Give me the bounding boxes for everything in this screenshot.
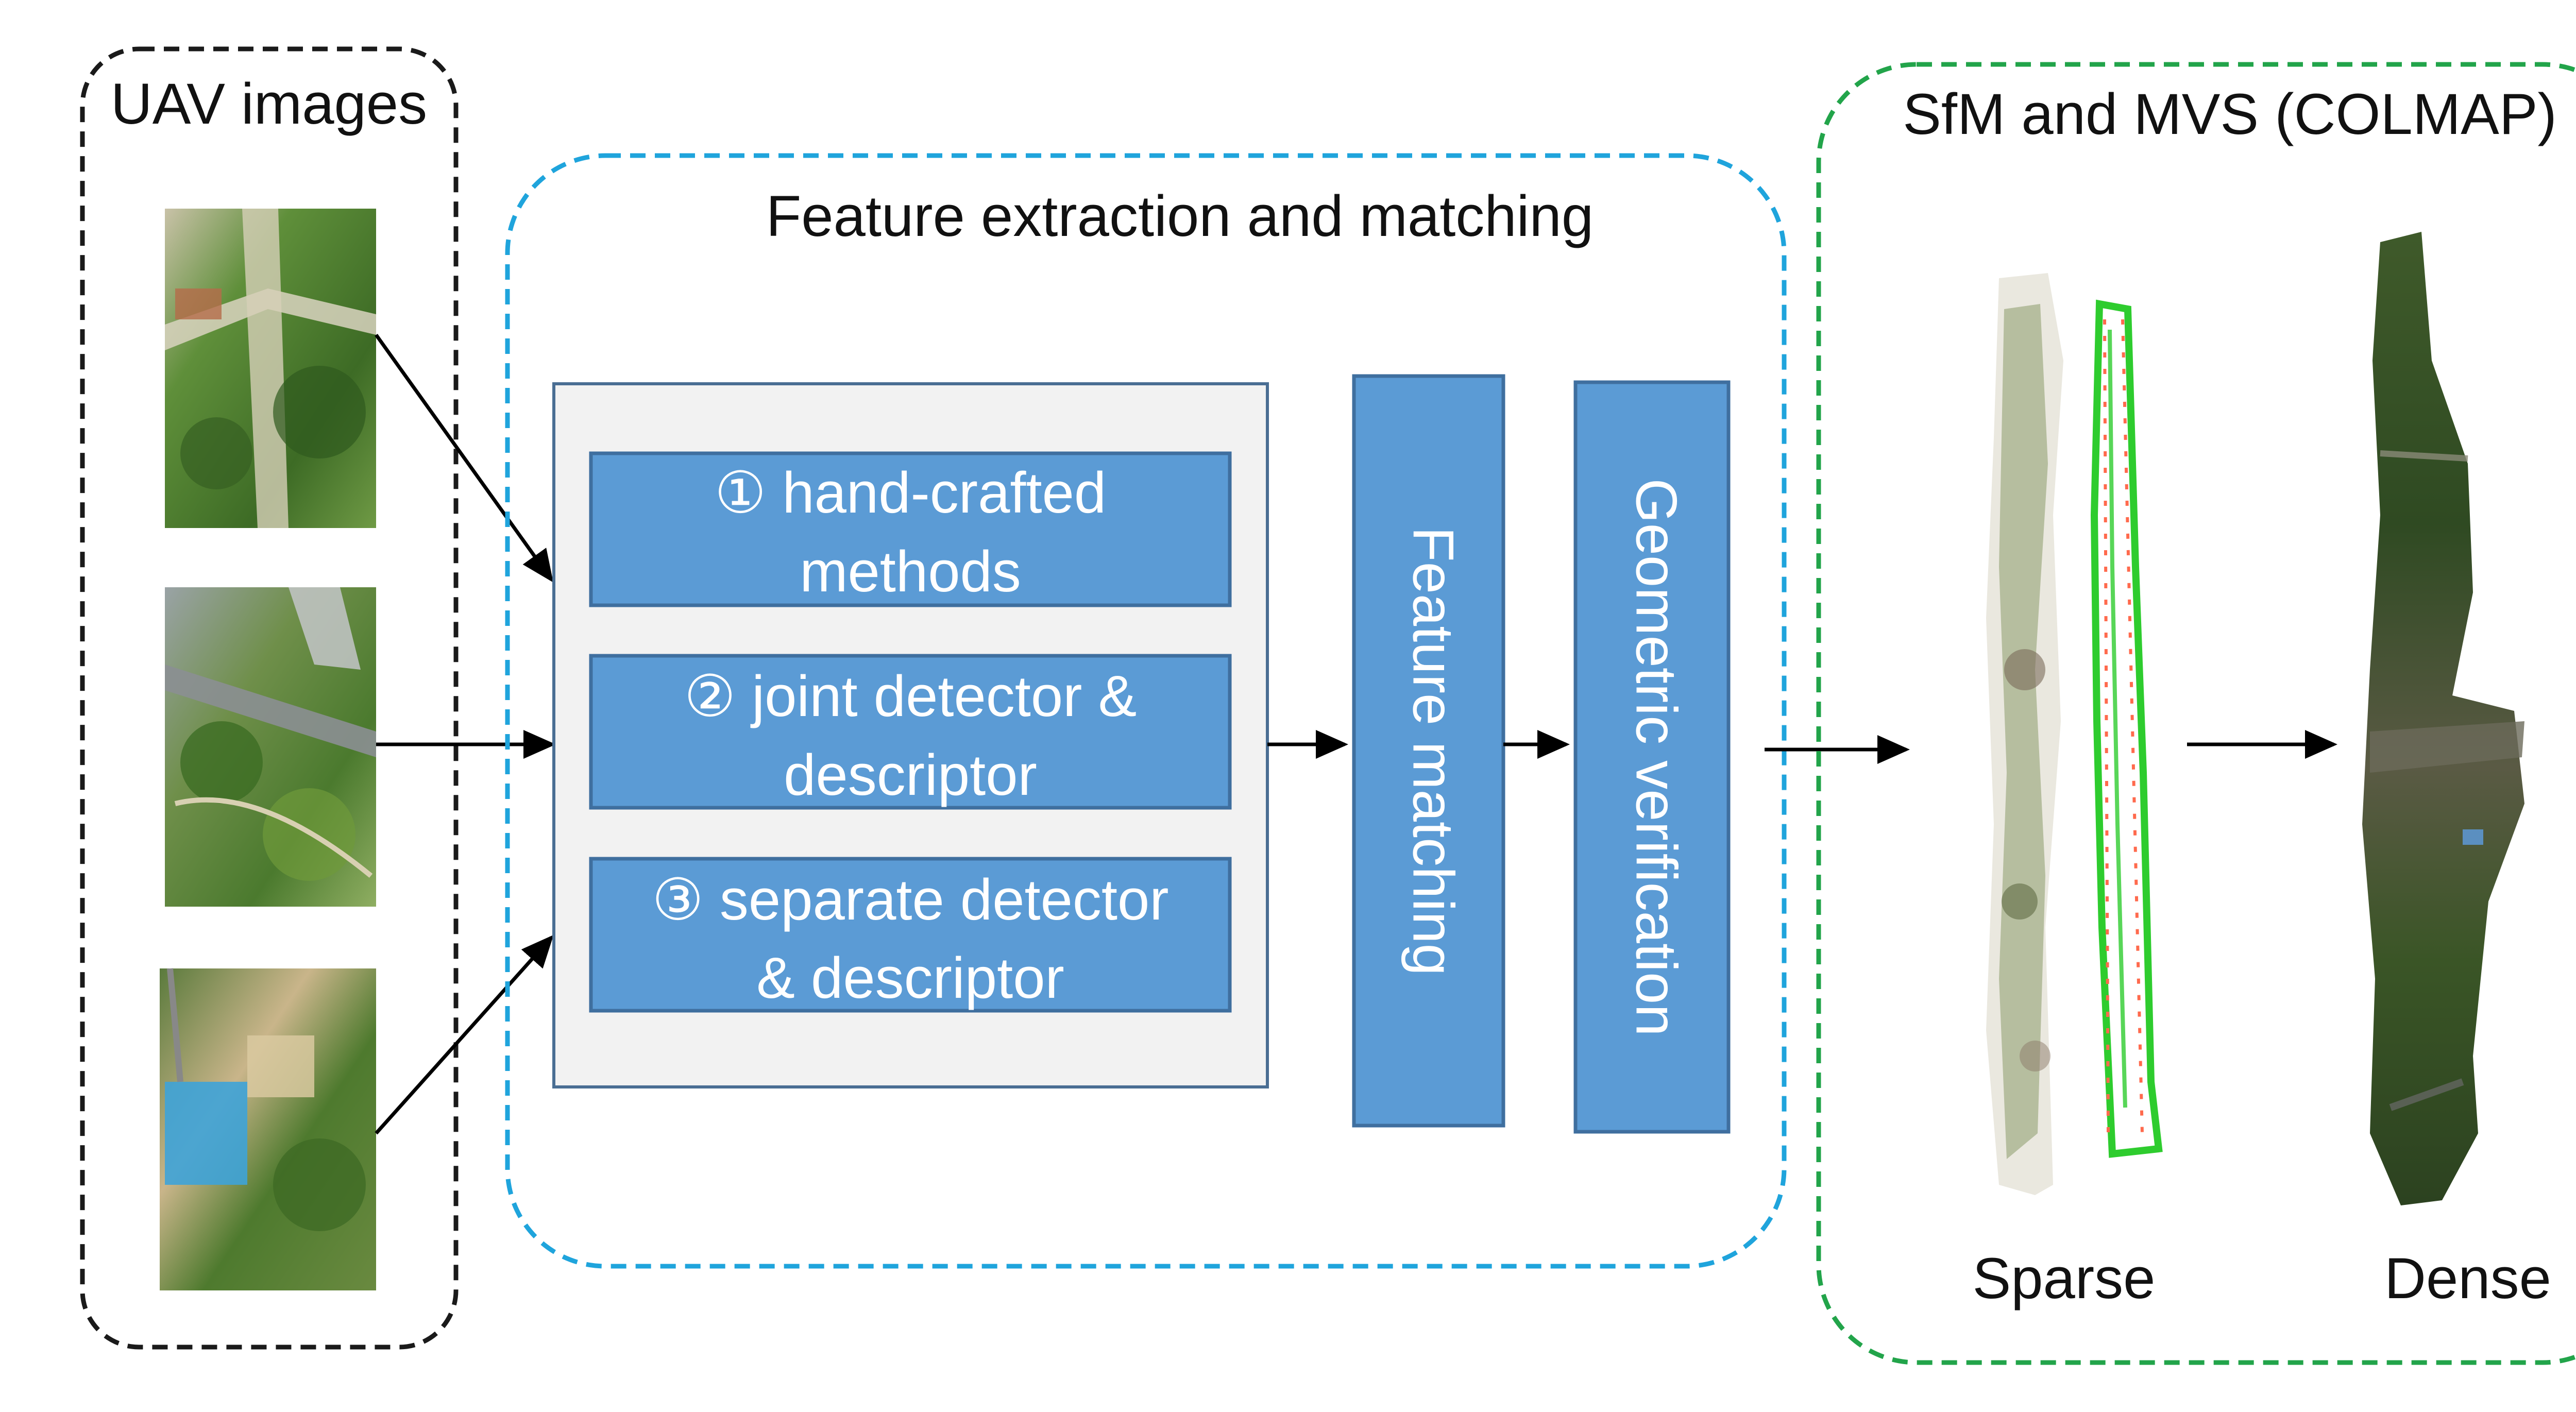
method-joint-detector-line2: descriptor bbox=[784, 743, 1037, 807]
dense-reconstruction bbox=[2362, 232, 2524, 1205]
arrow-image3-to-panel bbox=[375, 934, 554, 1135]
sfm-mvs-group bbox=[1816, 62, 2576, 1365]
sparse-reconstruction bbox=[1986, 273, 2163, 1195]
camera-trajectory bbox=[2090, 299, 2163, 1158]
method-hand-crafted-line2: methods bbox=[800, 539, 1021, 604]
method-separate-detector-line1: ③ separate detector bbox=[652, 867, 1168, 932]
method-joint-detector-line1: ② joint detector & bbox=[684, 664, 1137, 728]
feature-extraction-title: Feature extraction and matching bbox=[766, 184, 1594, 248]
arrow-image1-to-panel bbox=[375, 333, 554, 583]
feature-matching-label: Feature matching bbox=[1401, 526, 1465, 976]
feature-extraction-group bbox=[505, 153, 1787, 1269]
method-joint-detector: ② joint detector & descriptor bbox=[589, 654, 1232, 810]
uav-images-title: UAV images bbox=[111, 72, 427, 136]
aerial-image-2 bbox=[165, 587, 376, 907]
aerial-image-1 bbox=[165, 209, 376, 528]
uav-images-group bbox=[80, 46, 459, 1350]
dense-label: Dense bbox=[2384, 1246, 2551, 1311]
feature-matching-step: Feature matching bbox=[1352, 374, 1505, 1128]
method-hand-crafted: ① hand-crafted methods bbox=[589, 451, 1232, 607]
sparse-label: Sparse bbox=[1973, 1246, 2156, 1311]
geometric-verification-step: Geometric verification bbox=[1573, 380, 1731, 1134]
aerial-image-3 bbox=[160, 968, 376, 1290]
geometric-verification-label: Geometric verification bbox=[1624, 478, 1688, 1036]
method-hand-crafted-line1: ① hand-crafted bbox=[715, 461, 1106, 525]
sfm-mvs-title: SfM and MVS (COLMAP) bbox=[1903, 82, 2557, 146]
method-separate-detector: ③ separate detector & descriptor bbox=[589, 857, 1232, 1013]
method-separate-detector-line2: & descriptor bbox=[756, 946, 1064, 1010]
